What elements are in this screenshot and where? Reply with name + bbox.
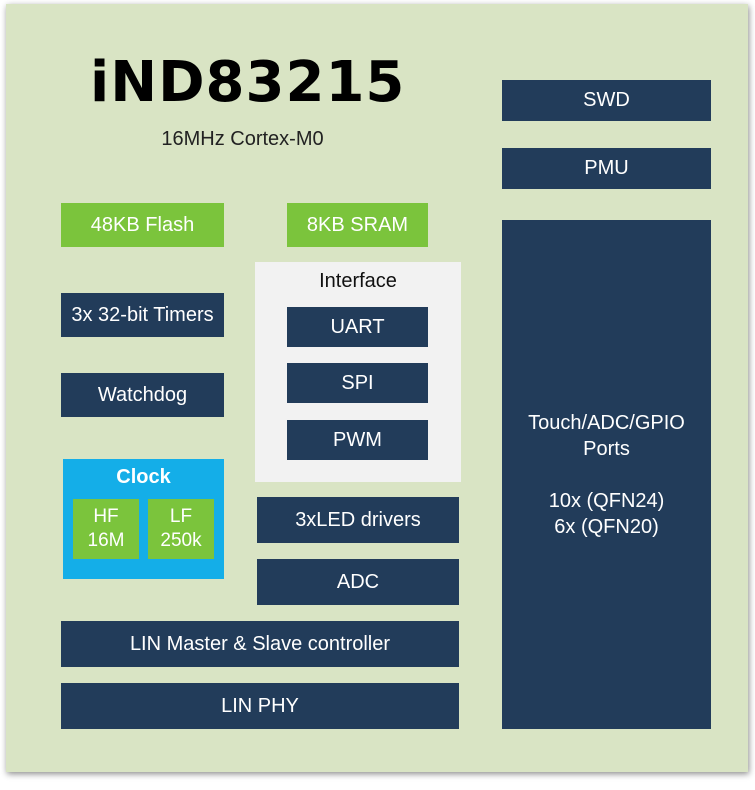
uart-block: UART [287,307,428,347]
chip-title: iND83215 [90,50,406,115]
swd-block: SWD [502,80,711,121]
spi-block: SPI [287,363,428,403]
interface-title: Interface [319,270,397,292]
hf-label: HF [93,506,119,527]
lf-frequency: 250k [160,530,202,551]
lf-label: LF [169,506,193,527]
sram-block: 8KB SRAM [287,203,428,247]
lin-phy-block: LIN PHY [61,683,459,729]
led-drivers-block: 3xLED drivers [257,497,459,543]
timers-block: 3x 32-bit Timers [61,293,224,337]
ports-line-4: 6x (QFN20) [554,515,659,538]
lin-controller-block: LIN Master & Slave controller [61,621,459,667]
flash-block: 48KB Flash [61,203,224,247]
pwm-block: PWM [287,420,428,460]
ports-line-3: 10x (QFN24) [548,489,665,512]
hf-frequency: 16M [87,530,125,551]
ports-line-1: Touch/ADC/GPIO [528,411,685,434]
chip-subtitle: 16MHz Cortex-M0 [161,128,324,150]
pmu-block: PMU [502,148,711,189]
ports-block: Touch/ADC/GPIO Ports 10x (QFN24) 6x (QFN… [502,220,711,729]
ports-line-2: Ports [583,437,630,460]
hf-clock-block: HF 16M [73,499,139,559]
lf-clock-block: LF 250k [148,499,214,559]
adc-block: ADC [257,559,459,605]
watchdog-block: Watchdog [61,373,224,417]
clock-title: Clock [116,466,171,488]
